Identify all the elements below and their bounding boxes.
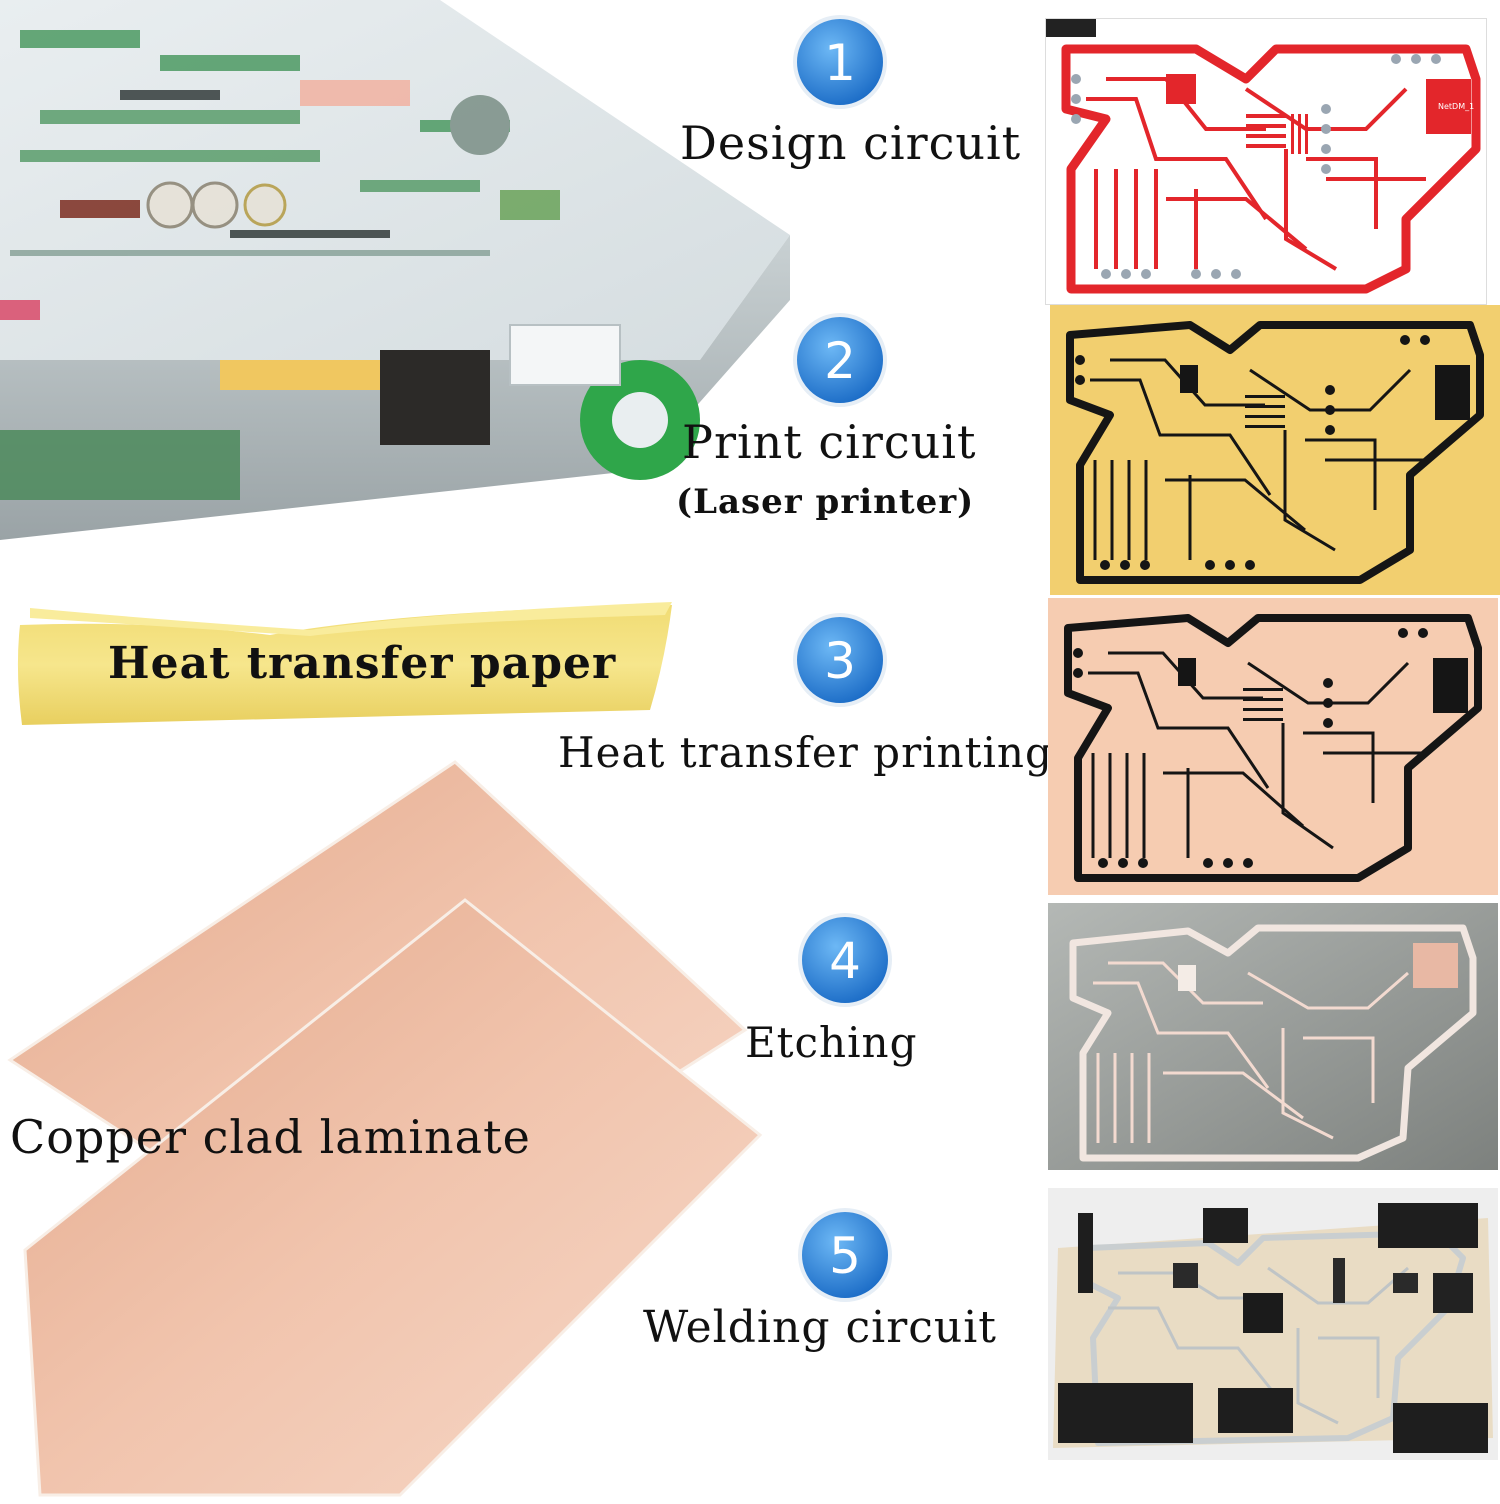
- welding-circuit-panel: [1048, 1188, 1498, 1460]
- step-2-number: 2: [824, 332, 856, 390]
- heat-transfer-printing-panel: [1048, 598, 1498, 895]
- step-1-number: 1: [824, 34, 856, 92]
- step-5-badge: 5: [795, 1205, 895, 1305]
- component-storage-box: [0, 0, 790, 540]
- step-4-badge: 4: [795, 910, 895, 1010]
- design-component-label: NetDM_1: [1438, 102, 1474, 111]
- copper-clad-laminate: [0, 760, 770, 1500]
- heat-transfer-paper-label: Heat transfer paper: [108, 638, 617, 689]
- step-2-label: Print circuit: [682, 415, 977, 469]
- step-5-number: 5: [829, 1227, 861, 1285]
- etching-panel: [1048, 903, 1498, 1170]
- step-3-badge: 3: [790, 610, 890, 710]
- step-3-number: 3: [824, 632, 856, 690]
- step-1-label: Design circuit: [680, 116, 1022, 170]
- design-circuit-panel: NetDM_1: [1045, 18, 1487, 305]
- step-1-badge: 1: [790, 12, 890, 112]
- step-4-label: Etching: [745, 1018, 918, 1067]
- step-2-badge: 2: [790, 310, 890, 410]
- step-4-number: 4: [829, 932, 861, 990]
- step-2-sublabel: (Laser printer): [676, 482, 975, 522]
- step-3-label: Heat transfer printing: [558, 728, 1053, 777]
- step-5-label: Welding circuit: [643, 1302, 997, 1353]
- heat-transfer-paper: [10, 600, 680, 735]
- copper-clad-laminate-label: Copper clad laminate: [10, 1110, 531, 1164]
- print-circuit-panel: [1050, 305, 1500, 595]
